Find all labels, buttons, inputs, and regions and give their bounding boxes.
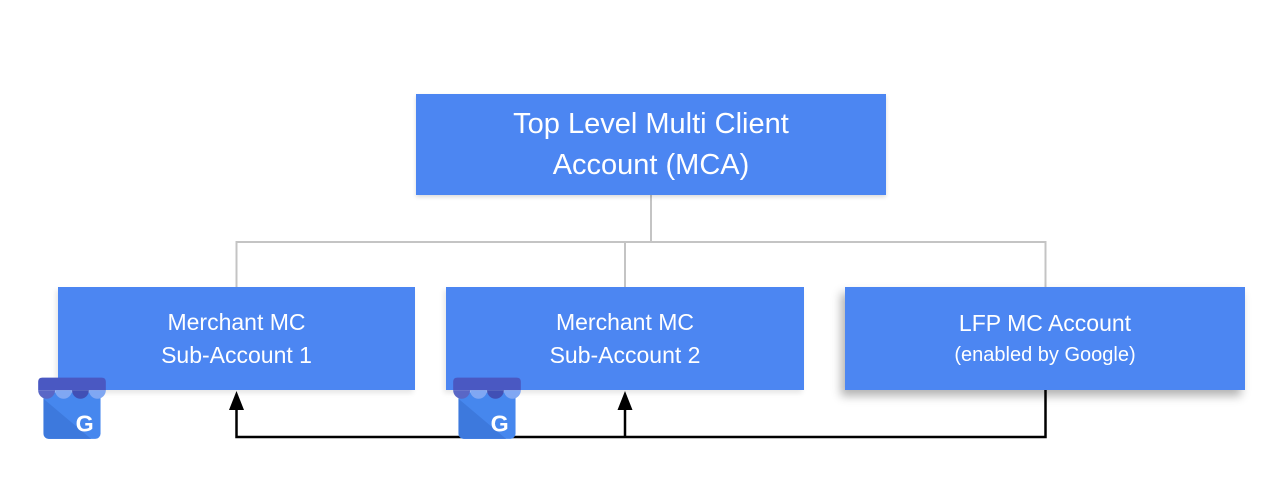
node-merchant-sub-account-1: Merchant MC Sub-Account 1: [58, 287, 415, 390]
node-label: Merchant MC: [167, 308, 306, 335]
feed-line-main: [235, 390, 1047, 439]
node-label: Sub-Account 1: [161, 341, 312, 368]
node-label: (enabled by Google): [954, 344, 1136, 366]
arrow-up-icon: [229, 391, 244, 410]
google-business-profile-icon: G: [453, 377, 521, 439]
tree-line-left: [235, 195, 652, 287]
arrow-up-icon: [617, 391, 633, 410]
node-label: Sub-Account 2: [549, 341, 701, 368]
node-label: Account (MCA): [552, 148, 750, 181]
lfp-feed-arrows: [229, 390, 1047, 439]
node-merchant-sub-account-2: Merchant MC Sub-Account 2: [446, 287, 804, 390]
node-label: LFP MC Account: [958, 310, 1132, 336]
node-lfp-mc-account: LFP MC Account (enabled by Google): [845, 287, 1245, 390]
node-top-level-mca: Top Level Multi Client Account (MCA): [416, 94, 886, 195]
tree-connector-lines: [235, 195, 1047, 287]
google-business-profile-icon: G: [38, 377, 106, 439]
google-g-letter: G: [76, 410, 94, 436]
google-g-letter: G: [491, 410, 509, 436]
node-label: Merchant MC: [555, 308, 695, 335]
node-label: Top Level Multi Client: [513, 107, 789, 140]
tree-line-right: [651, 241, 1047, 287]
